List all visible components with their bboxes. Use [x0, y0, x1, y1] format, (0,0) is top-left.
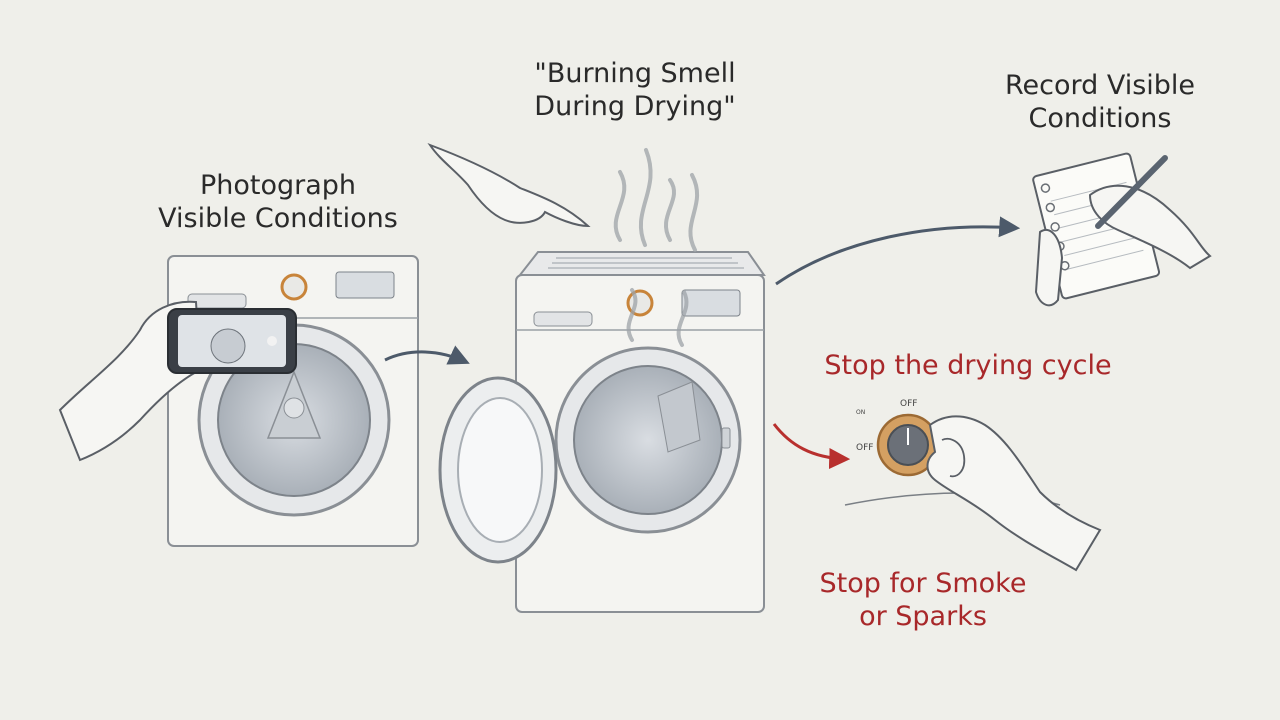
- washer-knob-icon: [280, 273, 308, 301]
- pointing-hand-icon: [427, 142, 591, 228]
- label-burning-smell: "Burning Smell During Drying": [520, 58, 750, 124]
- label-line: Conditions: [1028, 102, 1172, 134]
- front-load-washer: [167, 255, 419, 547]
- dryer-open-door: [438, 251, 766, 613]
- arrow-to-notepad-icon: [775, 216, 1021, 286]
- dial-label-off-top: OFF: [900, 399, 917, 409]
- label-record-conditions: Record Visible Conditions: [990, 70, 1210, 136]
- dial-label-off-left: OFF: [856, 443, 873, 453]
- arrow-to-dryer-icon: [384, 345, 470, 365]
- arrow-to-dial-icon: [772, 423, 851, 469]
- label-line: Stop for Smoke: [819, 568, 1027, 599]
- smoke-wisps-icon: [613, 148, 700, 347]
- label-line: Record Visible: [1004, 70, 1196, 101]
- label-line: Photograph: [199, 170, 357, 201]
- label-stop-smoke-sparks: Stop for Smoke or Sparks: [808, 568, 1038, 634]
- hand-turning-dial-icon: [926, 415, 1102, 572]
- hand-with-phone: [58, 300, 297, 462]
- label-stop-drying-cycle: Stop the drying cycle: [824, 350, 1112, 381]
- label-line: During Drying": [534, 90, 736, 122]
- off-dial-icon: [876, 413, 940, 477]
- pen-icon: [1095, 155, 1168, 229]
- label-line: "Burning Smell: [534, 58, 736, 89]
- dial-label-on: ON: [856, 409, 865, 416]
- label-line: or Sparks: [859, 600, 987, 632]
- label-line: Visible Conditions: [158, 202, 398, 234]
- notepad-icon: [1032, 152, 1212, 307]
- label-photograph-conditions: Photograph Visible Conditions: [150, 170, 406, 236]
